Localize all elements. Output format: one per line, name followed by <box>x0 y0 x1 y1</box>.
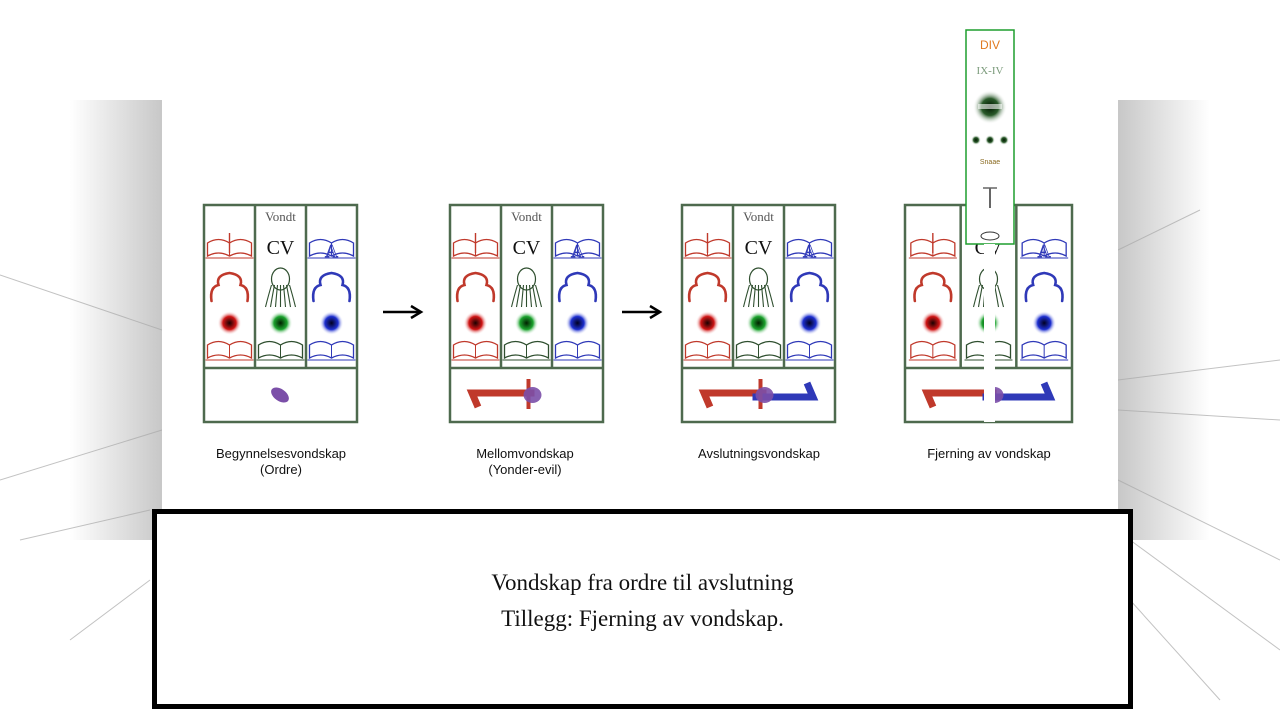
stage-title-line-1: Avslutningsvondskap <box>698 446 820 461</box>
blue-letter-icon: A <box>571 241 584 261</box>
red-orb-icon <box>695 311 720 335</box>
overlay-cut-gap <box>984 244 995 422</box>
stage-2-title: Mellomvondskap(Yonder-evil) <box>435 446 615 478</box>
blue-figure-icon <box>557 271 598 303</box>
bearded-figure-icon <box>264 267 297 308</box>
overlay-small-orb-icon <box>971 135 981 145</box>
blue-open-book-icon <box>785 340 834 361</box>
caption-line-1: Vondskap fra ordre til avslutning <box>491 570 794 595</box>
cv-label: CV <box>267 237 295 259</box>
stage-1-title: Begynnelsesvondskap(Ordre) <box>191 446 371 478</box>
stage-title-line-1: Fjerning av vondskap <box>927 446 1051 461</box>
red-figure-icon <box>913 271 953 303</box>
blue-orb-icon <box>797 311 822 335</box>
stage-title-line-2: (Yonder-evil) <box>488 462 562 477</box>
green-open-book-icon <box>502 340 551 361</box>
red-orb-icon <box>217 311 242 335</box>
blue-bar-icon <box>982 381 1056 401</box>
red-bar-icon <box>921 389 997 409</box>
overlay-top-label: DIV <box>980 38 1000 52</box>
evil-knot-icon <box>755 387 774 403</box>
red-orb-icon <box>920 311 945 335</box>
red-bar-icon <box>466 389 535 409</box>
stage-4-title: Fjerning av vondskap <box>899 446 1079 462</box>
blue-open-book-icon <box>1020 340 1069 361</box>
blue-letter-icon: A <box>803 241 816 261</box>
caption-line-2: Tillegg: Fjerning av vondskap. <box>501 606 784 631</box>
red-open-book-icon <box>683 340 732 361</box>
stage-3-title: Avslutningsvondskap <box>669 446 849 462</box>
green-open-book-icon <box>734 340 783 361</box>
overlay-small-orb-icon <box>999 135 1009 145</box>
column-label: Vondt <box>265 209 296 224</box>
cv-label: CV <box>513 237 541 259</box>
column-label: Vondt <box>511 209 542 224</box>
blue-letter-icon: A <box>1038 241 1051 261</box>
column-label: Vondt <box>743 209 774 224</box>
green-open-book-icon <box>256 340 305 361</box>
stage-title-line-1: Begynnelsesvondskap <box>215 446 347 461</box>
cv-label: CV <box>745 237 773 259</box>
blue-letter-icon: A <box>325 241 338 261</box>
green-orb-icon <box>746 311 771 335</box>
green-orb-icon <box>514 311 539 335</box>
stage-title-line-1: Mellomvondskap <box>476 446 574 461</box>
red-orb-icon <box>463 311 488 335</box>
overlay-roman-label: IX-IV <box>977 65 1004 77</box>
blue-figure-icon <box>311 271 352 303</box>
blue-figure-icon <box>789 271 830 303</box>
blue-open-book-icon <box>307 340 356 361</box>
blue-book-icon <box>553 238 602 259</box>
red-figure-icon <box>455 271 496 303</box>
blue-book-icon <box>307 238 356 259</box>
red-figure-icon <box>687 271 728 303</box>
overlay-orb-band-icon <box>978 104 1002 109</box>
removal-overlay-panel: DIV IX-IV Snaae <box>965 29 1015 422</box>
bearded-figure-icon <box>510 267 543 308</box>
red-open-book-icon <box>451 340 500 361</box>
bearded-figure-icon <box>742 267 775 308</box>
right-arrow-icon <box>622 304 663 320</box>
evil-seed-icon <box>271 387 289 403</box>
right-arrow-icon <box>383 304 424 320</box>
blue-open-book-icon <box>553 340 602 361</box>
blue-orb-icon <box>565 311 590 335</box>
stage-title-line-2: (Ordre) <box>260 462 302 477</box>
overlay-ring-icon <box>980 231 1000 241</box>
red-bar-icon <box>698 389 767 409</box>
evil-knot-icon <box>523 387 542 403</box>
red-open-book-icon <box>908 340 957 361</box>
blue-orb-icon <box>1032 311 1057 335</box>
blue-book-icon <box>1020 238 1069 259</box>
overlay-small-orb-icon <box>985 135 995 145</box>
blue-figure-icon <box>1024 271 1064 303</box>
red-open-book-icon <box>205 340 254 361</box>
overlay-small-label: Snaae <box>980 159 1000 166</box>
blue-book-icon <box>785 238 834 259</box>
green-orb-icon <box>268 311 293 335</box>
red-figure-icon <box>209 271 250 303</box>
blue-orb-icon <box>319 311 344 335</box>
caption-box: Vondskap fra ordre til avslutning Tilleg… <box>152 509 1133 709</box>
